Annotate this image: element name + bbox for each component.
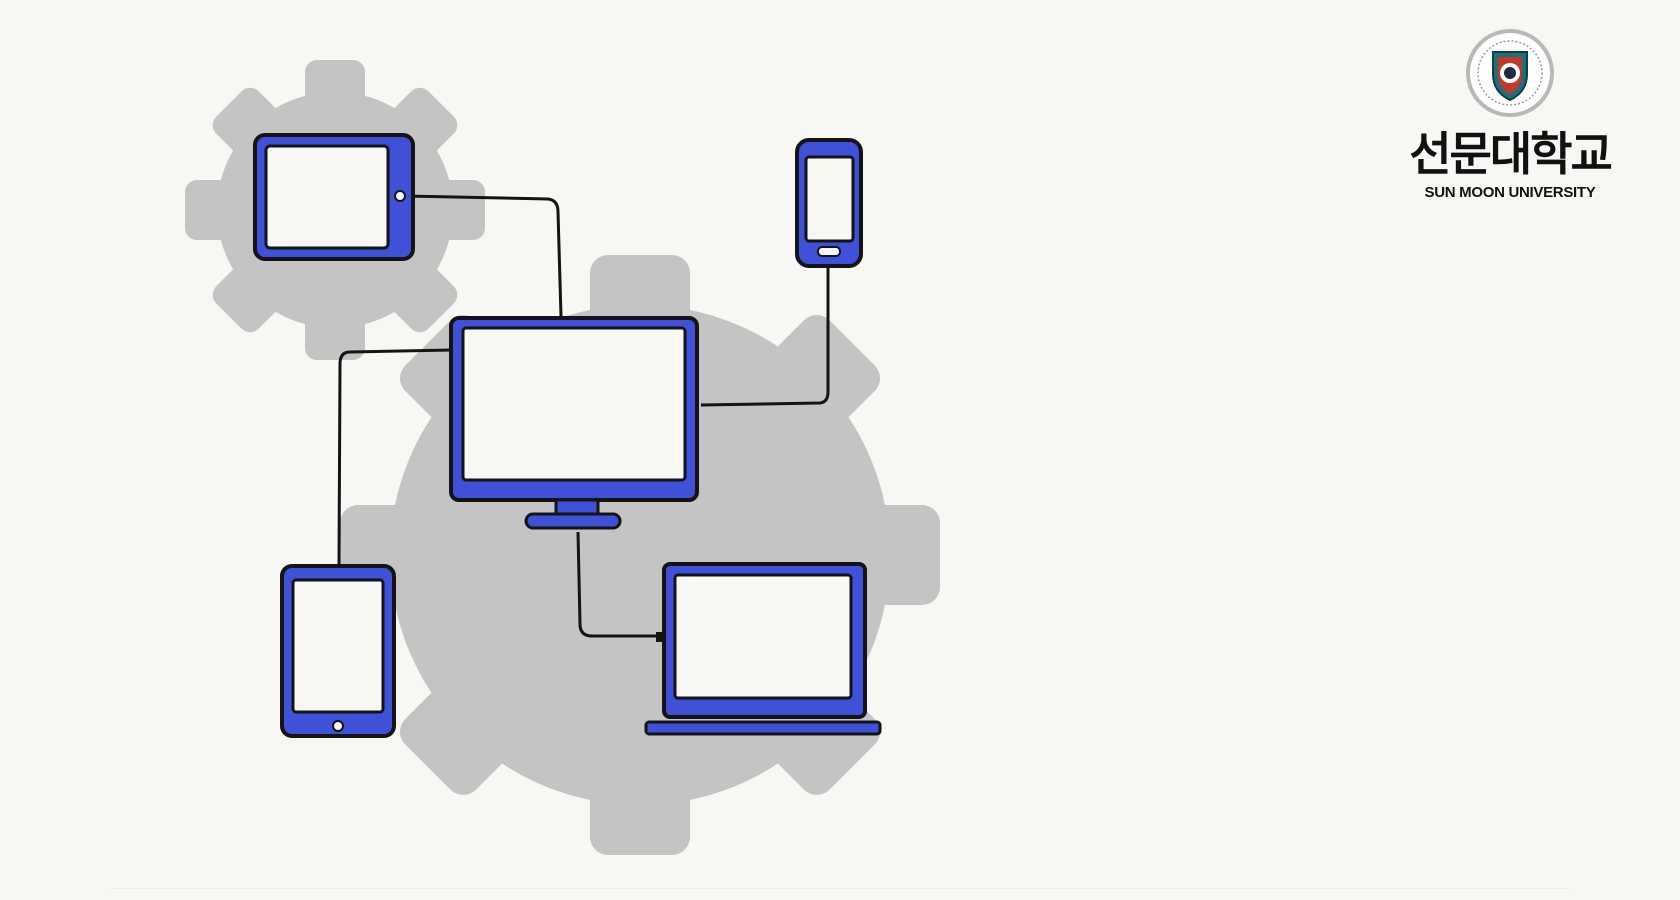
connection-cables	[337, 194, 830, 638]
divider	[110, 888, 1570, 889]
university-crest-icon	[1466, 29, 1554, 117]
tablet-icon	[253, 133, 415, 261]
smartphone-icon	[795, 138, 863, 268]
monitor-icon	[449, 316, 699, 530]
university-name-korean: 선문대학교	[1409, 127, 1613, 181]
tablet-icon	[280, 564, 396, 738]
university-logo: 선문대학교 SUN MOON UNIVERSITY	[1395, 28, 1625, 208]
university-name-english: SUN MOON UNIVERSITY	[1424, 184, 1596, 201]
laptop-icon	[644, 562, 882, 736]
